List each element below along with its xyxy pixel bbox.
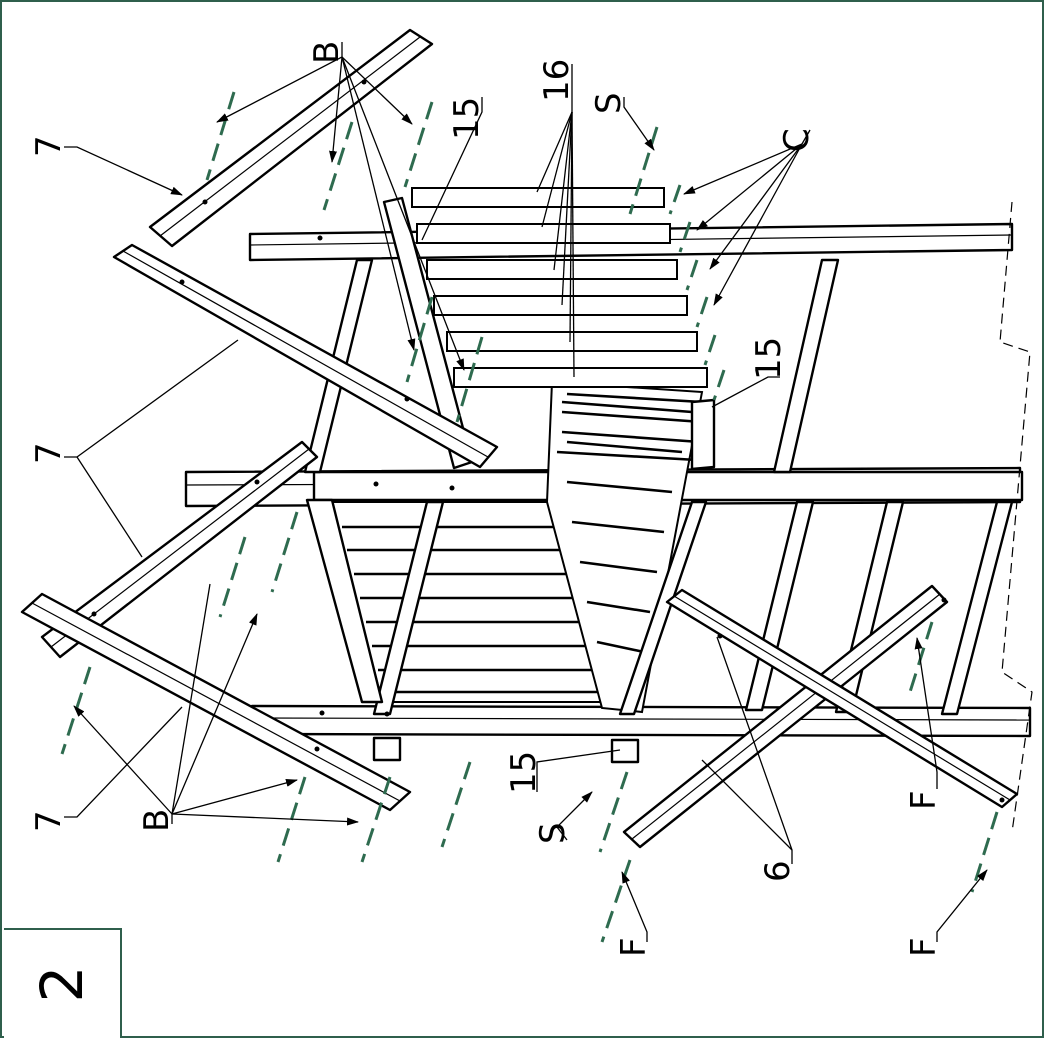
- rungs: [303, 258, 1014, 716]
- bolt-holes: [91, 79, 1005, 803]
- label-15-right: 15: [749, 337, 789, 380]
- beams-6: [622, 584, 1019, 849]
- label-B-top: B: [307, 41, 347, 64]
- label-7-middle: 7: [29, 442, 69, 464]
- label-6: 6: [758, 860, 798, 882]
- label-16: 16: [537, 59, 577, 102]
- step-number: 2: [28, 965, 96, 1003]
- label-C: C: [777, 128, 817, 152]
- label-7-bottom: 7: [29, 810, 69, 832]
- label-S-top: S: [589, 92, 629, 114]
- label-F-bottom-left: F: [614, 937, 654, 957]
- label-F-bottom-right: F: [904, 937, 944, 957]
- upper-slats: [411, 187, 708, 462]
- label-F-right-upper: F: [904, 790, 944, 810]
- beams-7: [20, 28, 499, 812]
- label-15-top: 15: [447, 97, 487, 140]
- label-15-bottom: 15: [504, 751, 544, 794]
- label-B-bottom: B: [137, 809, 177, 832]
- step-number-box: 2: [4, 928, 122, 1038]
- ground-outline: [999, 201, 1033, 833]
- leader-lines: [64, 42, 988, 942]
- label-S-bottom: S: [533, 822, 573, 844]
- label-7-top: 7: [29, 135, 69, 157]
- end-blocks: [372, 736, 640, 764]
- labels: 7 7 7 B B 15 16 S C 15 15 S 6 F F F: [29, 41, 944, 957]
